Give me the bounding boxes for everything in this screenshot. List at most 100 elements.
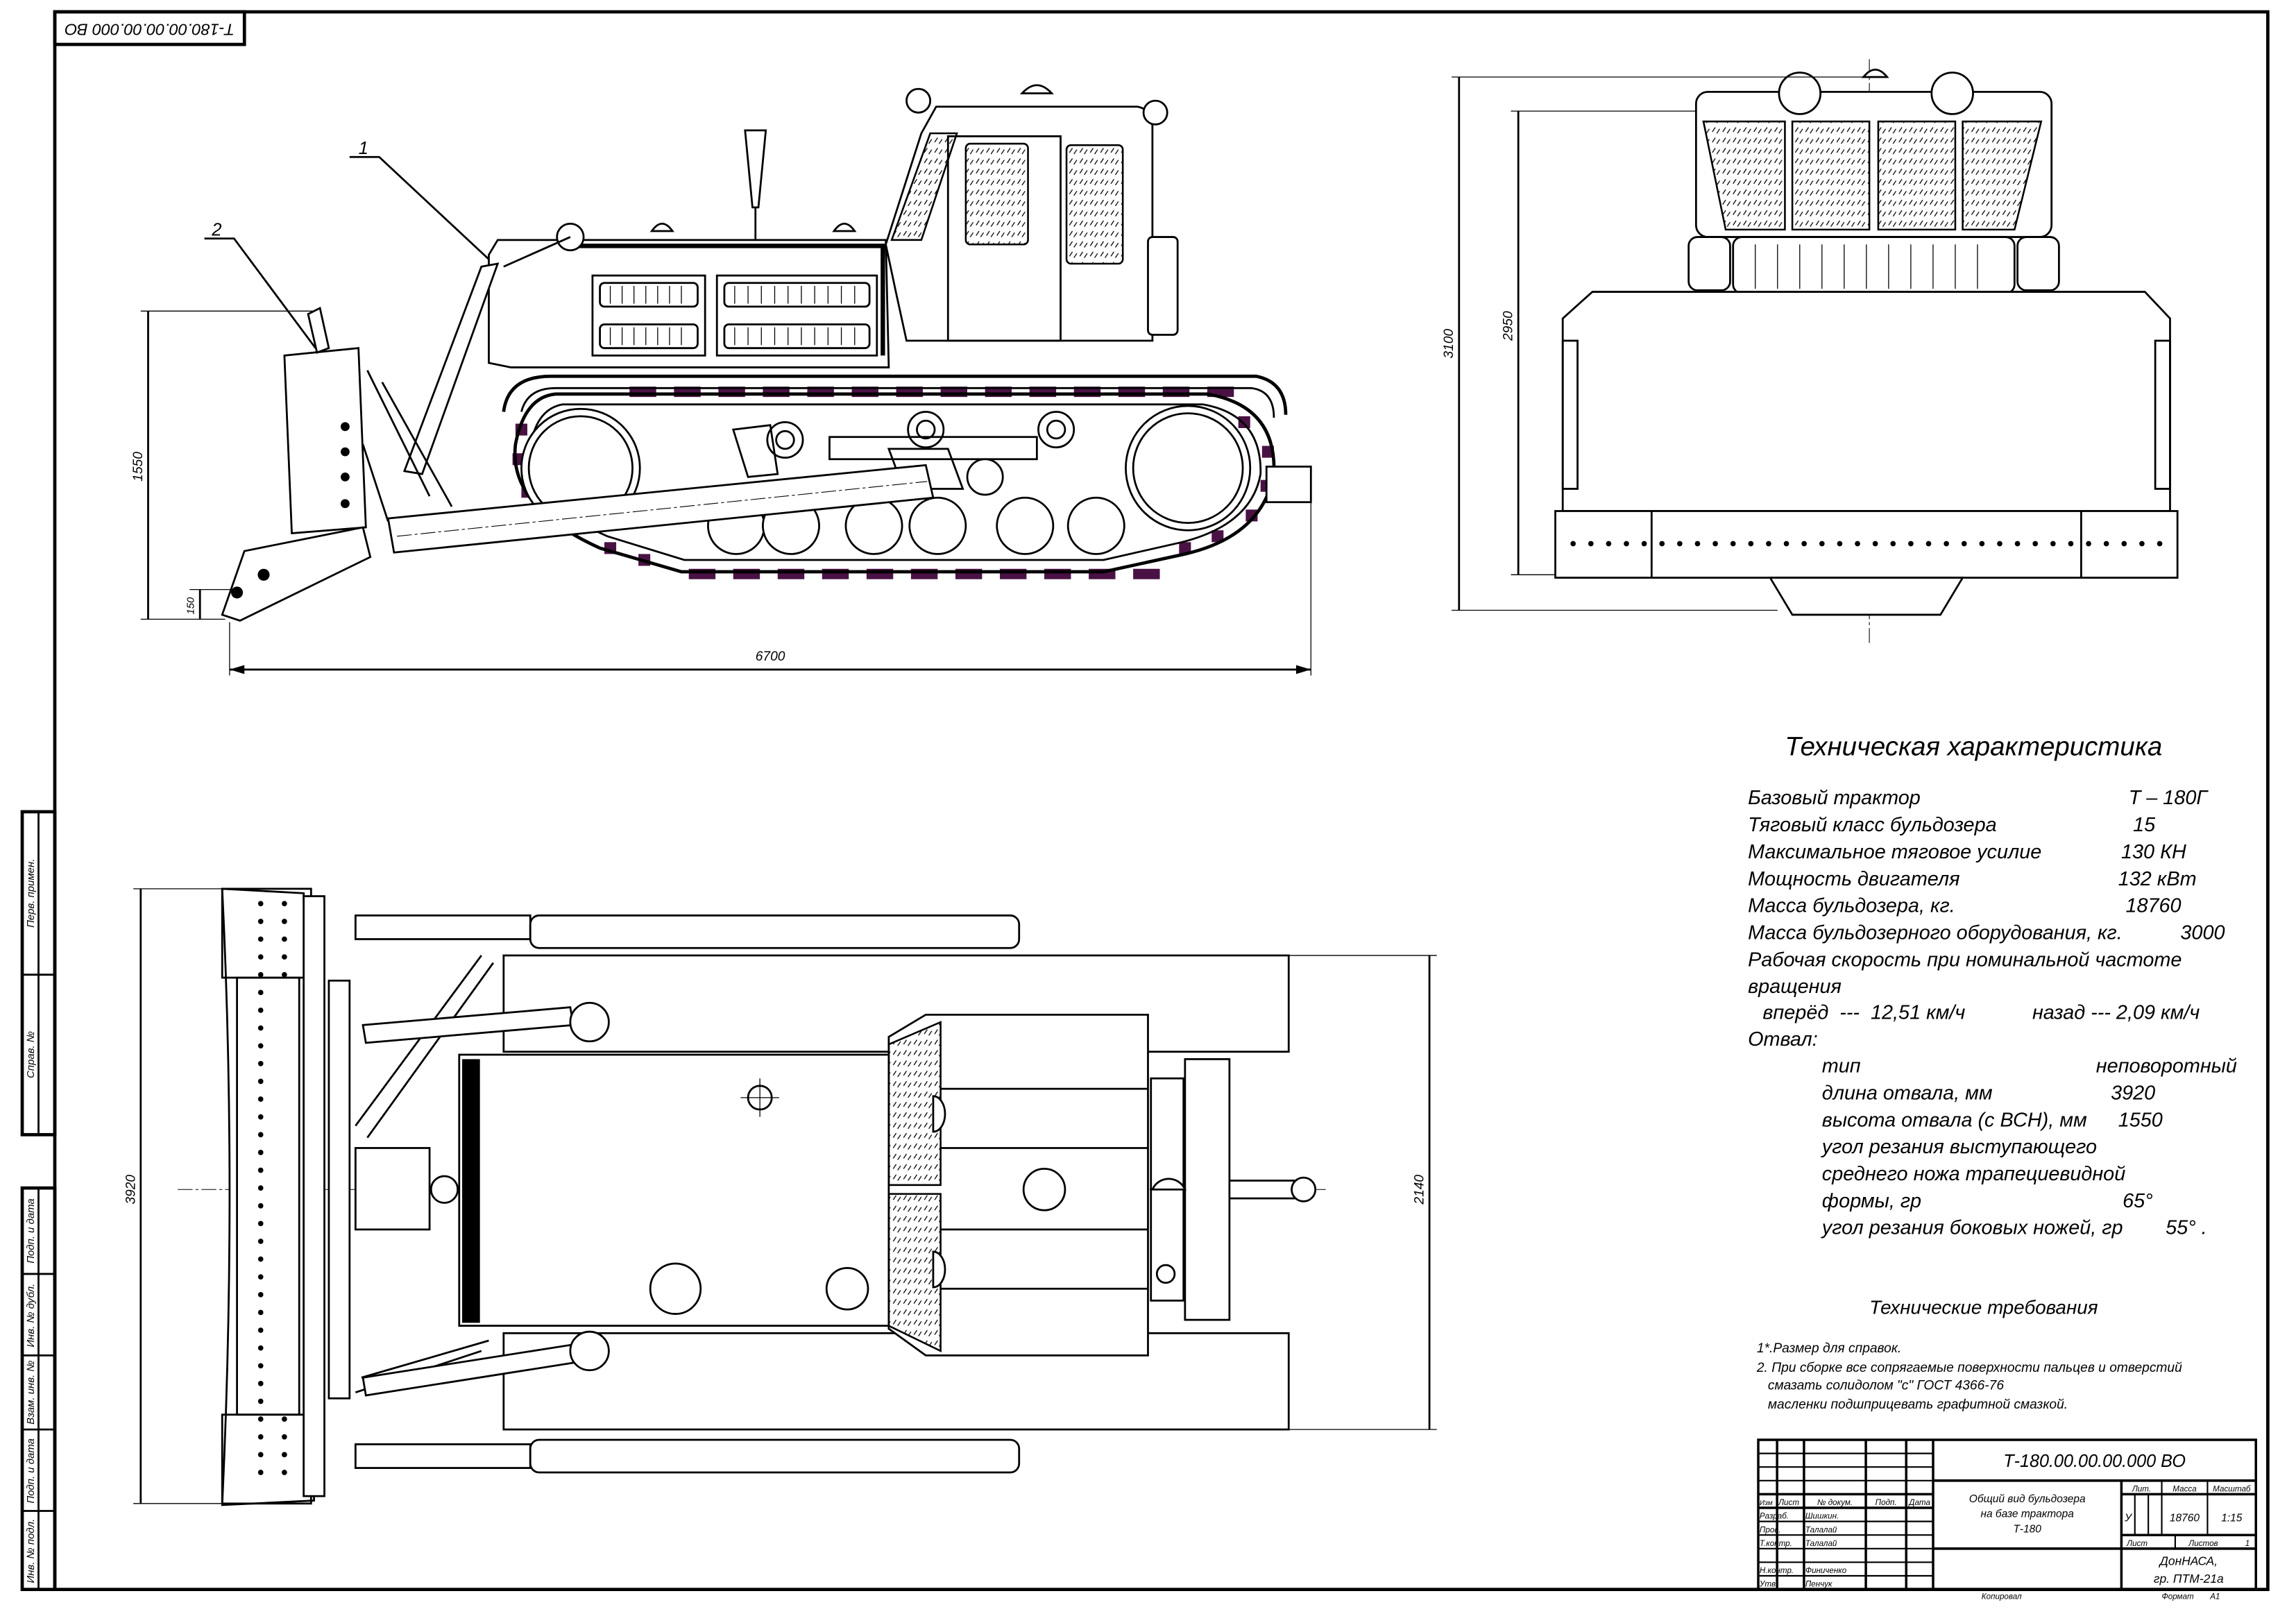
bolt-mark [2121, 541, 2127, 547]
push-arm-top [354, 914, 532, 940]
drawing-name: Общий вид бульдозера [1969, 1493, 2086, 1505]
dimension-2950: 2950 [1502, 110, 1697, 575]
bolt-mark [2068, 541, 2074, 547]
bolt-mark [2157, 541, 2163, 547]
bolt-mark [2014, 541, 2021, 547]
requirements-title: Технические требования [1869, 1297, 2098, 1318]
bolt-mark [257, 901, 264, 907]
group: гр. ПТМ-21а [2154, 1572, 2224, 1586]
blade-row-value: 1550 [2118, 1109, 2163, 1131]
dim-label: 2140 [1413, 1175, 1427, 1205]
drawing-name: на базе трактора [1980, 1509, 2074, 1520]
lit-label: Лит. [2132, 1484, 2151, 1493]
dim-label: 2950 [1502, 311, 1516, 341]
bolt-mark [1908, 541, 1914, 547]
bolt-mark [257, 1398, 264, 1404]
bolt-mark [257, 1185, 264, 1191]
tech-row-label: Мощность двигателя [1748, 868, 1959, 890]
organization: ДонНАСА, [2159, 1554, 2218, 1567]
bolt-mark [282, 1434, 287, 1440]
side-view: 1550 150 6700 1 2 [131, 84, 1312, 676]
tech-row-label: Масса бульдозера, кг. [1748, 895, 1955, 917]
rotated-designation-stamp: Т-180.00.00.00.000 ВО [53, 10, 246, 46]
track-shoe [1133, 568, 1160, 579]
bolt-mark [257, 1363, 264, 1369]
header-sign: Подп. [1876, 1498, 1897, 1507]
dimension-150: 150 [185, 589, 237, 620]
bolt-mark [1641, 541, 1647, 547]
bolt-mark [1694, 541, 1701, 547]
scale-label: Масштаб [2213, 1484, 2251, 1493]
format-label: Формат [2162, 1592, 2194, 1601]
tech-row-label: Тяговый класс бульдозера [1748, 814, 1997, 836]
requirement-line: 1*.Размер для справок. [1757, 1341, 1901, 1356]
speed-forward: вперёд --- 12,51 км/ч [1762, 1002, 1965, 1024]
tech-row-label: вращения [1748, 976, 1842, 998]
bolt-mark [257, 936, 264, 942]
format-value: А1 [2209, 1592, 2220, 1601]
bolt-mark [257, 1345, 264, 1351]
requirement-line: смазать солидолом "с" ГОСТ 4366-76 [1757, 1378, 2005, 1393]
margin-stamp-top: Перв. примен. Справ. № [20, 810, 57, 1137]
blade-row-label: тип [1822, 1055, 1861, 1078]
dimension-3100: 3100 [1442, 76, 1870, 611]
engine-louvers [591, 274, 878, 357]
bolt-mark [1855, 541, 1860, 547]
bolt-mark [1624, 541, 1629, 547]
blade-row-label: формы, гр [1822, 1190, 1921, 1212]
front-view: 3100 2950 [1442, 59, 2179, 645]
cab-window [1702, 120, 1786, 231]
bolt-mark [257, 1150, 264, 1155]
dim-label: 3100 [1442, 329, 1456, 359]
dim-label: 3920 [124, 1175, 138, 1205]
bolt-mark [257, 1274, 264, 1280]
tech-row-value: 18760 [2125, 895, 2181, 917]
blade-front [1561, 291, 2171, 512]
blade-row-label: угол резания выступающего [1821, 1136, 2097, 1158]
rear-hitch [1265, 466, 1312, 504]
mass-value: 18760 [2170, 1513, 2200, 1524]
requirement-line: масленки подшприцевать графитной смазкой… [1757, 1397, 2068, 1412]
bolt-mark [1766, 541, 1771, 547]
bolt-mark [1801, 541, 1808, 547]
blade-row-label: среднего ножа трапециевидной [1822, 1163, 2125, 1185]
requirement-line: 2. При сборке все сопрягаемые поверхност… [1756, 1361, 2182, 1375]
bolt-mark [257, 971, 264, 978]
center-knife [1768, 577, 1965, 616]
margin-label: Перв. примен. [25, 859, 37, 928]
drawing-name: Т-180 [2013, 1523, 2041, 1535]
bolt-mark [257, 989, 264, 996]
drive-sprocket [1125, 405, 1252, 532]
margin-label: Справ. № [25, 1031, 37, 1078]
tech-row-value: Т – 180Г [2129, 787, 2209, 809]
bolt-mark [257, 954, 264, 960]
bolt-mark [257, 1221, 264, 1227]
role-label: Разраб. [1760, 1512, 1789, 1521]
margin-stamp-bottom: Подп. и дата Инв. № дубл. Взам. инв. № П… [20, 1186, 57, 1591]
tech-row-value: 3000 [2180, 921, 2225, 944]
bolt-mark [257, 919, 264, 924]
tech-row-label: Максимальное тяговое усилие [1748, 841, 2041, 863]
sheet-frame [53, 10, 2270, 1591]
dimension-1550: 1550 [131, 310, 314, 620]
track-outline [513, 392, 1276, 574]
blade-top [221, 887, 315, 1506]
lit-value: У [2124, 1513, 2133, 1524]
sheets-label: Листов [2188, 1539, 2218, 1548]
bolt-mark [2032, 541, 2039, 547]
blade-row-label: угол резания боковых ножей, гр [1821, 1217, 2123, 1239]
blade [283, 347, 367, 535]
bolt-mark [282, 971, 287, 978]
blade-bottom-plate [1554, 510, 2179, 579]
track-shoe [1179, 542, 1191, 554]
bolt-mark [1712, 541, 1718, 547]
copied-label: Копировал [1982, 1592, 2022, 1601]
tech-row-value: 15 [2133, 814, 2156, 836]
header-izm: Изм [1760, 1499, 1773, 1507]
dim-label: 1550 [131, 452, 146, 482]
bolt-mark [257, 1291, 264, 1298]
role-name: Талалай [1805, 1525, 1837, 1534]
title-block: Т-180.00.00.00.000 ВО Общий вид бульдозе… [1757, 1438, 2257, 1601]
track-shoe [1245, 509, 1258, 522]
bolt-mark [1570, 541, 1576, 547]
